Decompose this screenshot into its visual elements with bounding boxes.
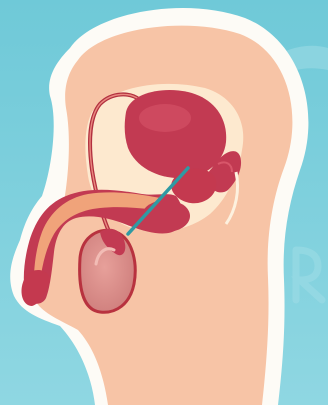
bladder-highlight — [139, 104, 191, 132]
penile-bulb — [142, 200, 190, 232]
